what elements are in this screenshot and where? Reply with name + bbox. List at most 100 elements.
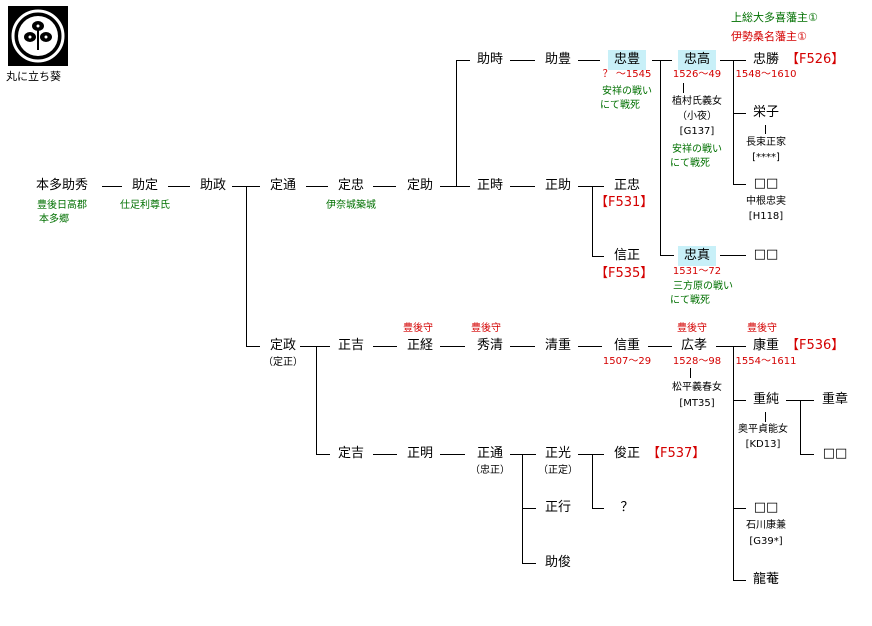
person-sadayoshi: 正吉 [337, 338, 365, 353]
person-suketoki: 助時 [476, 52, 504, 67]
person-shigeaki: 重章 [821, 392, 849, 407]
connector [522, 454, 536, 455]
hirotaka-title: 豊後守 [677, 323, 707, 334]
unknown-d-husband: 石川康兼 [746, 520, 786, 531]
connector [592, 256, 604, 257]
connector [592, 454, 593, 509]
toshimasa-ref: 【F537】 [647, 446, 706, 461]
connector [683, 83, 684, 93]
connector [800, 454, 814, 455]
person-sadatada: 定忠 [337, 178, 365, 193]
person-unknown-c: □□ [822, 446, 848, 461]
tadakatsu-years: 1548～1610 [735, 69, 797, 80]
connector [786, 400, 800, 401]
connector [440, 346, 465, 347]
yasushige-years: 1554～1611 [735, 356, 797, 367]
connector [456, 60, 457, 186]
connector [316, 346, 317, 454]
connector [510, 60, 535, 61]
connector [800, 400, 814, 401]
connector [373, 454, 397, 455]
tadazane-note: にて戦死 [670, 295, 710, 306]
connector [578, 454, 592, 455]
unknown-d-husband-ref: [G39*] [749, 536, 783, 547]
connector [800, 400, 801, 454]
connector [733, 346, 734, 580]
person-tadakatsu: 忠勝 [752, 52, 780, 67]
nobumasa-ref: 【F535】 [595, 266, 654, 281]
hidekiyo-title: 豊後守 [471, 323, 501, 334]
connector [733, 60, 734, 184]
connector [578, 60, 600, 61]
shigezumi-wife-ref: [KD13] [745, 439, 781, 450]
person-sukemasa: 助政 [199, 178, 227, 193]
person-masamichi: 正通 [476, 446, 504, 461]
masatsune-title: 豊後守 [403, 323, 433, 334]
yasushige-title: 豊後守 [747, 323, 777, 334]
connector [300, 346, 316, 347]
connector [510, 454, 522, 455]
connector [720, 255, 746, 256]
connector [578, 186, 592, 187]
person-kiyoshige: 清重 [544, 338, 572, 353]
tadatoyo-note: にて戦死 [600, 100, 640, 111]
connector [578, 346, 602, 347]
connector [232, 186, 246, 187]
connector [316, 454, 330, 455]
masamichi-alt: （忠正） [470, 465, 510, 476]
sadamasa-alt: （定正） [263, 357, 303, 368]
person-yasushige: 康重 [752, 338, 780, 353]
connector [733, 580, 746, 581]
person-unknown-b: □□ [753, 247, 779, 262]
connector [316, 346, 330, 347]
person-tadazane: 忠真 [677, 246, 717, 266]
connector [592, 186, 593, 256]
eiko-husband: 長束正家 [746, 137, 786, 148]
ise-domain-note: 伊勢桑名藩主① [731, 30, 807, 43]
connector [246, 186, 260, 187]
connector [648, 346, 672, 347]
kazusa-domain-note: 上総大多喜藩主① [731, 11, 818, 24]
connector [456, 60, 470, 61]
person-toshimasa: 俊正 [613, 446, 641, 461]
person-suketoshi: 助俊 [544, 555, 572, 570]
person-eiko: 栄子 [752, 105, 780, 120]
sukehide-note: 本多郷 [39, 214, 69, 225]
connector [592, 508, 604, 509]
person-shigezumi: 重純 [752, 392, 780, 407]
connector [440, 186, 456, 187]
shigezumi-wife: 奥平貞能女 [738, 424, 788, 435]
connector [765, 412, 766, 422]
yasushige-ref: 【F536】 [786, 338, 845, 353]
person-nobumasa: 信正 [613, 248, 641, 263]
maru-ni-tachiaoi-crest-icon [8, 6, 68, 66]
tadataka-wife-ref: [G137] [679, 126, 715, 137]
eiko-husband-ref: [****] [752, 152, 780, 163]
person-tadataka: 忠高 [677, 50, 717, 70]
connector [510, 186, 535, 187]
tadataka-note: にて戦死 [670, 158, 710, 169]
person-nobushige: 信重 [613, 338, 641, 353]
tadazane-years: 1531～72 [672, 266, 722, 277]
person-masaaki: 正明 [406, 446, 434, 461]
connector [765, 125, 766, 134]
connector [592, 186, 604, 187]
masatada-ref: 【F531】 [595, 195, 654, 210]
tadakatsu-ref: 【F526】 [786, 52, 845, 67]
tadatoyo-note: 安祥の戦い [602, 86, 652, 97]
person-sadayoshi-2: 定吉 [337, 446, 365, 461]
connector [690, 368, 691, 378]
hirotaka-years: 1528～98 [672, 356, 722, 367]
person-sadasuke: 定助 [406, 178, 434, 193]
connector [522, 454, 523, 564]
person-unknown-d: □□ [753, 500, 779, 515]
connector [652, 60, 672, 61]
person-unknown-question: ？ [620, 500, 634, 515]
masamitsu-alt: （正定） [538, 465, 578, 476]
hirotaka-wife-ref: [MT35] [679, 398, 715, 409]
person-hirotaka: 広孝 [680, 338, 708, 353]
sukesada-note: 仕足利尊氏 [120, 200, 170, 211]
connector [733, 400, 746, 401]
connector [373, 186, 396, 187]
person-masayuki: 正行 [544, 500, 572, 515]
